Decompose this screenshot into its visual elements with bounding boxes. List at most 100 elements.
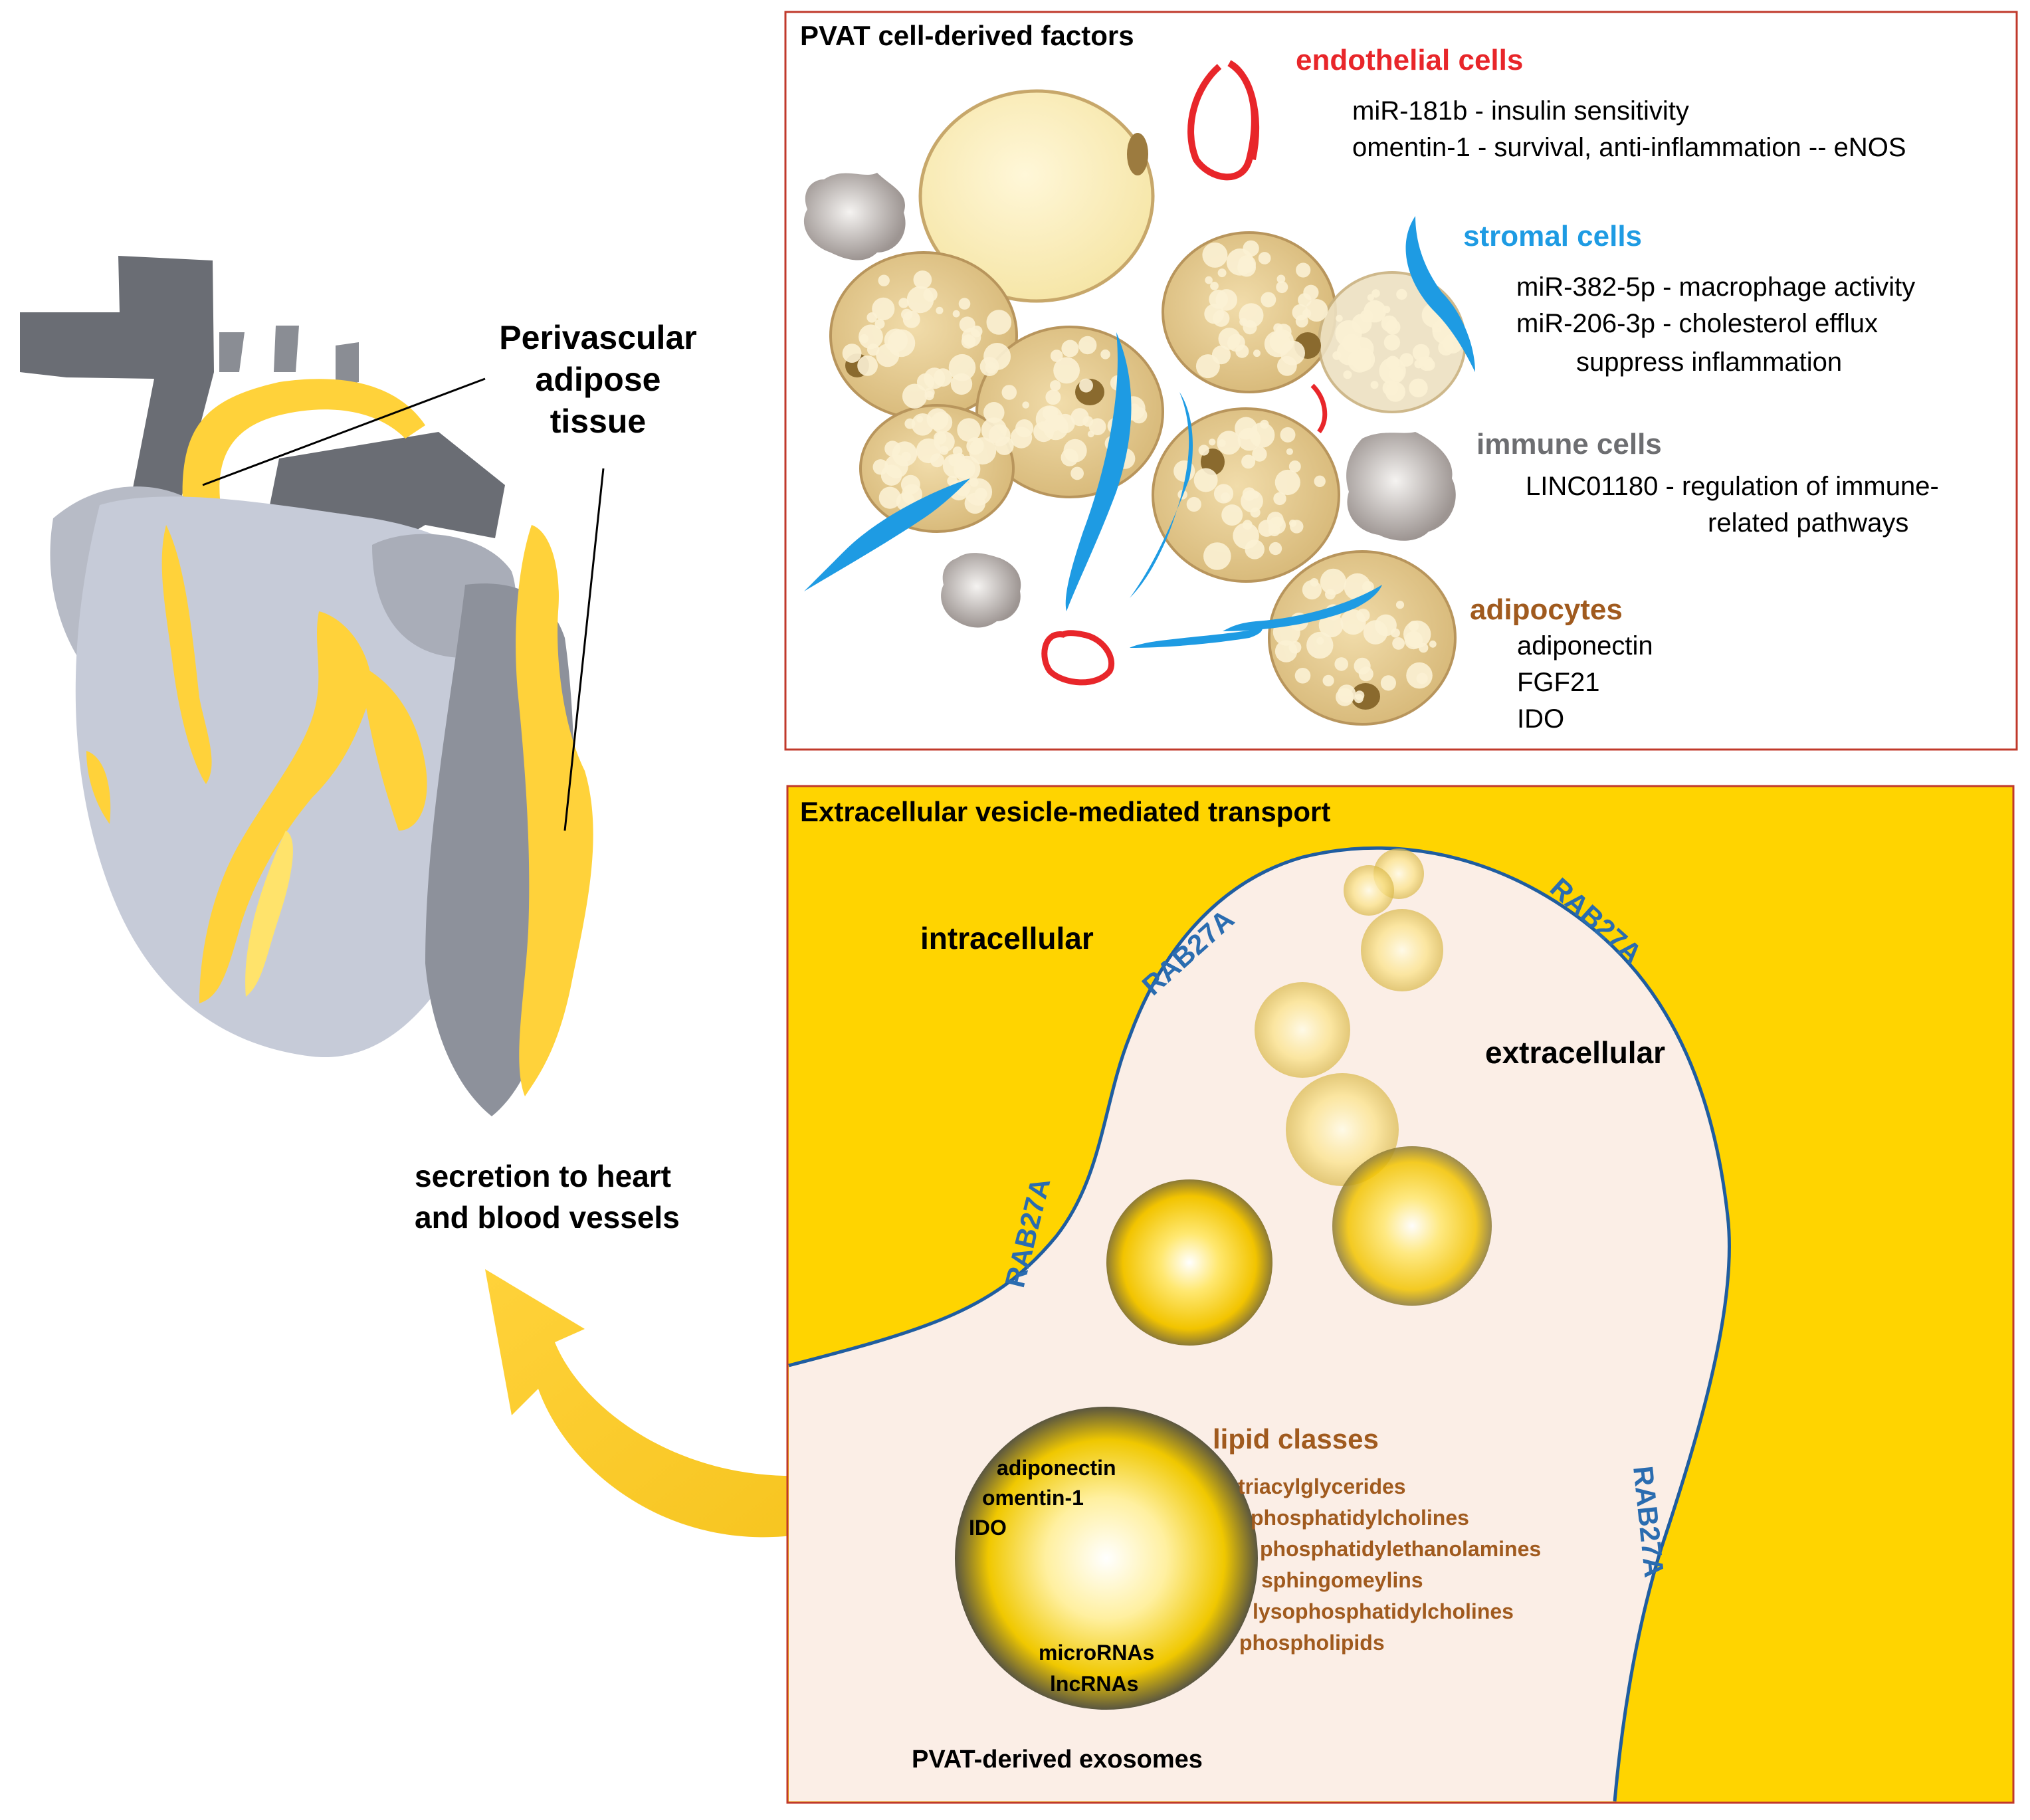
side-pvat [516,525,593,1096]
lipid-droplet [1173,460,1195,482]
lipid-classes-header: lipid classes [1213,1423,1379,1455]
lipid-droplet [1419,643,1429,653]
lipid-droplet [1392,637,1405,650]
lipid-droplet [1252,447,1267,462]
lipid-droplet [1336,314,1343,322]
lipid-droplet [1241,455,1256,469]
lipid-droplet [1370,381,1379,389]
lipid-droplet [1258,252,1271,264]
lipid-droplet [1354,694,1364,704]
lipid-droplet [1198,445,1209,456]
pvat-exosome [955,1407,1258,1710]
lipid-droplet [1385,381,1405,402]
lipid-droplet [1050,380,1061,391]
vesicle [1255,982,1350,1078]
lipid-droplet [1302,580,1322,600]
lipid-droplet [1253,350,1261,357]
lipid-droplet [1221,504,1243,526]
lipid-droplet [986,310,1012,335]
lipid-droplet [1193,468,1218,492]
lipid-droplet [1343,370,1352,379]
coronary-fat-4 [245,831,293,997]
lipid-droplet [924,367,946,389]
lipid-droplet [969,478,979,487]
lipid-droplet [901,451,911,462]
branch-vessel-2 [274,326,299,372]
vesicle-panel-title: Extracellular vesicle-mediated transport [800,796,1330,827]
exosome-content-5: lncRNAs [1050,1672,1138,1696]
coronary-fat-2 [199,611,372,1003]
lipid-droplet [936,306,944,314]
lipid-droplet [1218,439,1226,447]
lipid-droplet [872,459,888,475]
lipid-droplet [1202,242,1228,268]
endothelial-cell-2 [1041,630,1115,686]
lipid-droplet [878,274,890,286]
lipid-droplet [859,324,883,350]
stromal-cell-5 [1130,628,1263,648]
lipid-droplet [1261,292,1276,308]
exosomes-label: PVAT-derived exosomes [912,1746,1203,1773]
lipid-droplet [1250,507,1261,518]
lipid-droplet [1045,389,1061,405]
pvat-pointer-line-2 [563,468,605,831]
lipid-droplet [954,453,965,464]
lipid-droplet [1320,568,1347,595]
lipid-droplet [1290,520,1304,534]
pvat-label-line-2: adipose [536,361,661,398]
lipid-droplet [1061,449,1078,466]
lipid-droplet [842,344,862,363]
endothelial-cell-1 [1187,60,1260,181]
lipid-droplet [1203,542,1231,570]
exosome-content-2: omentin-1 [982,1486,1084,1510]
lipid-droplet [1269,542,1282,556]
lipid-droplet [1334,657,1348,671]
aortic-arch-fat [182,379,425,518]
lipid-droplet [1209,439,1216,446]
lipid-droplet [902,383,928,409]
lipid-3: phosphatidylethanolamines [1260,1537,1541,1561]
lipid-1: triacylglycerides [1238,1474,1406,1498]
vesicle [1332,1146,1492,1306]
lipid-droplet [957,418,981,442]
extracellular-label: extracellular [1485,1035,1665,1070]
lipid-droplet [1288,460,1301,472]
immune-line-1: LINC01180 - regulation of immune- [1526,472,1939,501]
lipid-droplet [906,286,934,314]
branch-vessel-3 [336,342,359,385]
lipid-droplet [1050,350,1063,362]
lipid-droplet [1217,268,1227,278]
stromal-cell-1 [1405,216,1475,372]
lipid-droplet [1258,520,1275,537]
immune-cell-1 [803,173,906,260]
lipid-droplet [1022,401,1029,409]
lipid-droplet [969,437,997,465]
lipid-droplet [1379,357,1406,385]
large-adipocyte-nucleus [1127,133,1148,175]
stromal-cell-3 [804,478,970,591]
lipid-droplet [995,436,1014,455]
lipid-2: phosphatidylcholines [1251,1506,1469,1530]
lipid-droplet [1371,289,1380,298]
lipid-droplet [1337,684,1356,703]
stromal-line-2: miR-206-3p - cholesterol efflux [1516,309,1878,338]
lipid-droplet [898,298,909,308]
lipid-droplet [902,484,922,505]
lipid-droplet [1249,422,1275,448]
lipid-droplet [1186,496,1201,512]
lipid-droplet [962,328,981,348]
stromal-header: stromal cells [1463,220,1642,253]
lipid-droplet [952,310,960,318]
lipid-droplet [1314,475,1326,487]
stromal-line-3: suppress inflammation [1576,348,1842,377]
exosome-content-4: microRNAs [1039,1641,1154,1665]
vesicle [1106,1179,1272,1346]
stromal-cell-2 [1065,332,1132,611]
lipid-droplet [1238,255,1256,273]
lipid-droplet [1274,469,1300,496]
stromal-cell-4 [1223,585,1382,631]
lipid-droplet [974,488,987,500]
lipid-droplet [950,373,973,395]
endothelial-line-2: omentin-1 - survival, anti-inflammation … [1352,133,1906,162]
lipid-droplet [1332,351,1342,360]
